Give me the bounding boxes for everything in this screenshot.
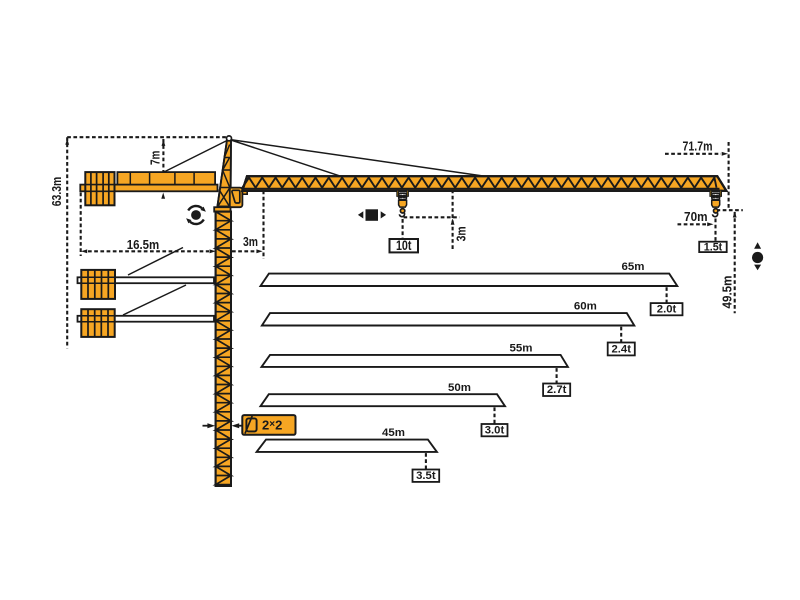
svg-text:2×2: 2×2 — [262, 418, 282, 433]
svg-text:63.3m: 63.3m — [49, 177, 64, 207]
svg-text:3.5t: 3.5t — [416, 470, 436, 482]
svg-text:2.7t: 2.7t — [547, 384, 567, 396]
svg-text:3m: 3m — [454, 226, 469, 241]
svg-text:55m: 55m — [510, 343, 533, 355]
svg-text:45m: 45m — [382, 427, 405, 439]
svg-text:60m: 60m — [574, 301, 597, 313]
svg-text:50m: 50m — [448, 382, 471, 394]
svg-text:7m: 7m — [148, 151, 163, 166]
svg-text:2.4t: 2.4t — [612, 344, 632, 356]
svg-text:49.5m: 49.5m — [719, 276, 734, 309]
svg-text:70m: 70m — [684, 209, 708, 224]
svg-text:16.5m: 16.5m — [127, 237, 160, 252]
svg-text:71.7m: 71.7m — [683, 139, 713, 154]
svg-text:65m: 65m — [622, 261, 645, 273]
svg-text:3m: 3m — [243, 234, 258, 249]
svg-text:1.5t: 1.5t — [704, 241, 723, 253]
svg-text:3.0t: 3.0t — [485, 424, 505, 436]
svg-text:2.0t: 2.0t — [657, 303, 677, 315]
svg-text:10t: 10t — [396, 238, 412, 253]
